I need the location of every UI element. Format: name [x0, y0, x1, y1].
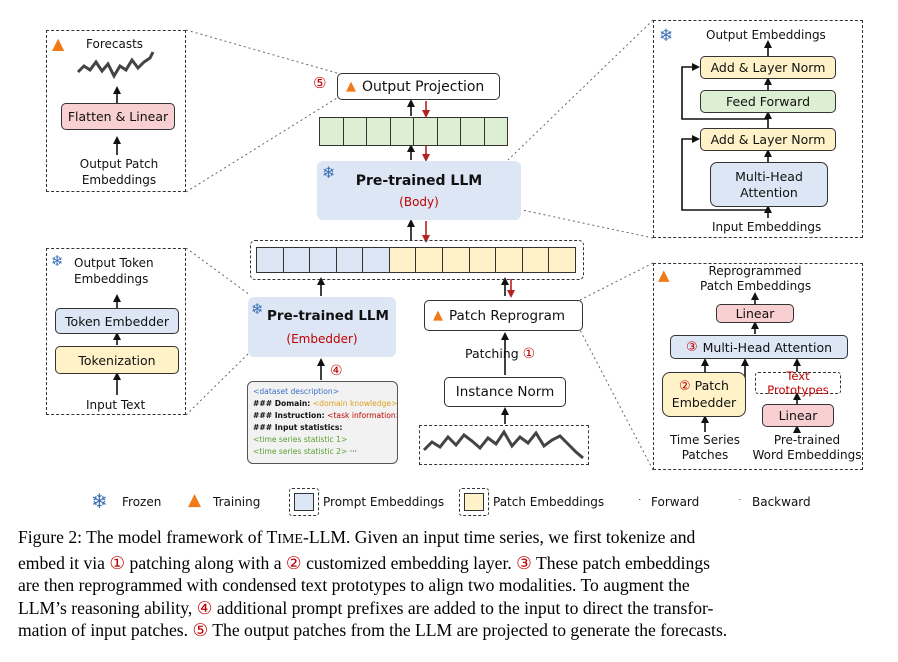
flame-icon: ▲: [658, 266, 670, 284]
input-embeddings-label: Input Embeddings: [712, 220, 822, 234]
forecasts-label: Forecasts: [86, 37, 144, 51]
flame-icon: ▲: [433, 308, 443, 323]
output-patch-cell: [390, 117, 414, 146]
patch-reprogram-box: ▲ Patch Reprogram: [424, 300, 583, 331]
legend-patch-swatch: [464, 493, 484, 511]
prompt-embedding-cell: [363, 247, 390, 273]
input-text-label: Input Text: [86, 398, 146, 412]
patch-embedding-cell: [416, 247, 444, 273]
output-embeddings-label: Output Embeddings: [706, 28, 826, 42]
legend-prompt-swatch: [294, 493, 314, 511]
token-embedder-panel: [46, 248, 186, 415]
forecast-line: [76, 51, 155, 80]
framework-diagram: ▲ Forecasts Flatten & Linear Output Patc…: [46, 19, 863, 516]
legend-patch-swatch-frame: [459, 488, 489, 516]
instance-norm-box: Instance Norm: [444, 377, 566, 407]
patch-embedding-cell: [443, 247, 470, 273]
output-patch-cell: [437, 117, 461, 146]
patch-embedder-box: ② Patch Embedder: [662, 372, 746, 417]
multi-head-attention-box: Multi-Head Attention: [710, 162, 828, 207]
prompt-embedding-cell: [336, 247, 364, 273]
figure-caption: Figure 2: The model framework of TIME-LL…: [18, 527, 728, 640]
prompt-embedding-cell: [283, 247, 311, 273]
legend-training: Training: [213, 495, 261, 509]
output-projection-box: ▲ Output Projection: [337, 73, 500, 100]
snowflake-icon: ❄: [51, 252, 64, 270]
text-prototypes-box: Text Prototypes: [755, 369, 841, 397]
output-token-embeddings-label: Output Token Embeddings: [74, 256, 154, 286]
snowflake-icon: ❄: [91, 489, 108, 513]
add-layer-norm-bottom: Add & Layer Norm: [700, 128, 836, 151]
output-patch-cell: [484, 117, 508, 146]
patch-embedding-cell: [549, 247, 576, 273]
tokenization-box: Tokenization: [55, 346, 179, 374]
combined-embeddings-row: [256, 247, 576, 273]
patch-embedding-cell: [522, 247, 550, 273]
patch-embedding-cell: [496, 247, 523, 273]
patch-embedding-cell: [469, 247, 497, 273]
feed-forward-box: Feed Forward: [700, 90, 836, 113]
llm-body-box: Pre-trained LLM (Body): [317, 161, 521, 220]
multi-head-attention-cross-box: ③ Multi-Head Attention: [670, 335, 848, 359]
llm-embedder-box: Pre-trained LLM (Embedder): [248, 297, 396, 357]
time-series-patches-label: Time Series Patches: [669, 433, 741, 462]
legend-backward: Backward: [752, 495, 811, 509]
flatten-linear-box: Flatten & Linear: [61, 103, 175, 130]
snowflake-icon: ❄: [251, 300, 264, 318]
add-layer-norm-top: Add & Layer Norm: [700, 56, 836, 79]
output-patch-cell: [343, 117, 367, 146]
patch-reprogram-panel: [653, 263, 863, 470]
linear-top-box: Linear: [716, 304, 794, 323]
legend-prompt-swatch-frame: [289, 488, 319, 516]
step-5-marker: ⑤: [313, 74, 327, 92]
prompt-embedding-cell: [256, 247, 284, 273]
forecast-panel: [46, 30, 186, 192]
output-patch-cell: [319, 117, 344, 146]
legend-patch-embeddings: Patch Embeddings: [493, 495, 605, 509]
reprogrammed-embeddings-label: Reprogrammed Patch Embeddings: [700, 264, 812, 293]
legend-forward: Forward: [651, 495, 700, 509]
output-patch-cell: [461, 117, 485, 146]
legend-frozen: Frozen: [122, 495, 162, 509]
prompt-embedding-cell: [310, 247, 337, 273]
connector-layer: [76, 19, 801, 500]
token-embedder-box: Token Embedder: [55, 308, 179, 334]
combined-embeddings-group: [250, 240, 584, 280]
transformer-block-panel: [653, 20, 863, 238]
input-series-line: [422, 429, 584, 460]
output-patch-row: [319, 117, 508, 146]
flame-icon: ▲: [52, 34, 65, 53]
output-patch-embeddings-label: Output Patch Embeddings: [79, 157, 159, 187]
snowflake-icon: ❄: [322, 163, 336, 182]
patch-embedding-cell: [389, 247, 417, 273]
output-patch-cell: [414, 117, 438, 146]
zoom-lines: [185, 19, 654, 471]
patching-label: Patching ①: [465, 346, 536, 362]
linear-bottom-box: Linear: [762, 404, 834, 427]
flame-icon: ▲: [188, 490, 202, 510]
snowflake-icon: ❄: [659, 26, 674, 46]
word-embeddings-label: Pre-trained Word Embeddings: [752, 433, 862, 462]
output-patch-cell: [367, 117, 391, 146]
flame-icon: ▲: [346, 79, 356, 94]
legend-prompt-embeddings: Prompt Embeddings: [323, 495, 445, 509]
prompt-template-box: <dataset description> ### Domain: <domai…: [247, 381, 398, 464]
step-4-marker: ④: [330, 363, 343, 379]
input-series-frame: [419, 425, 589, 465]
